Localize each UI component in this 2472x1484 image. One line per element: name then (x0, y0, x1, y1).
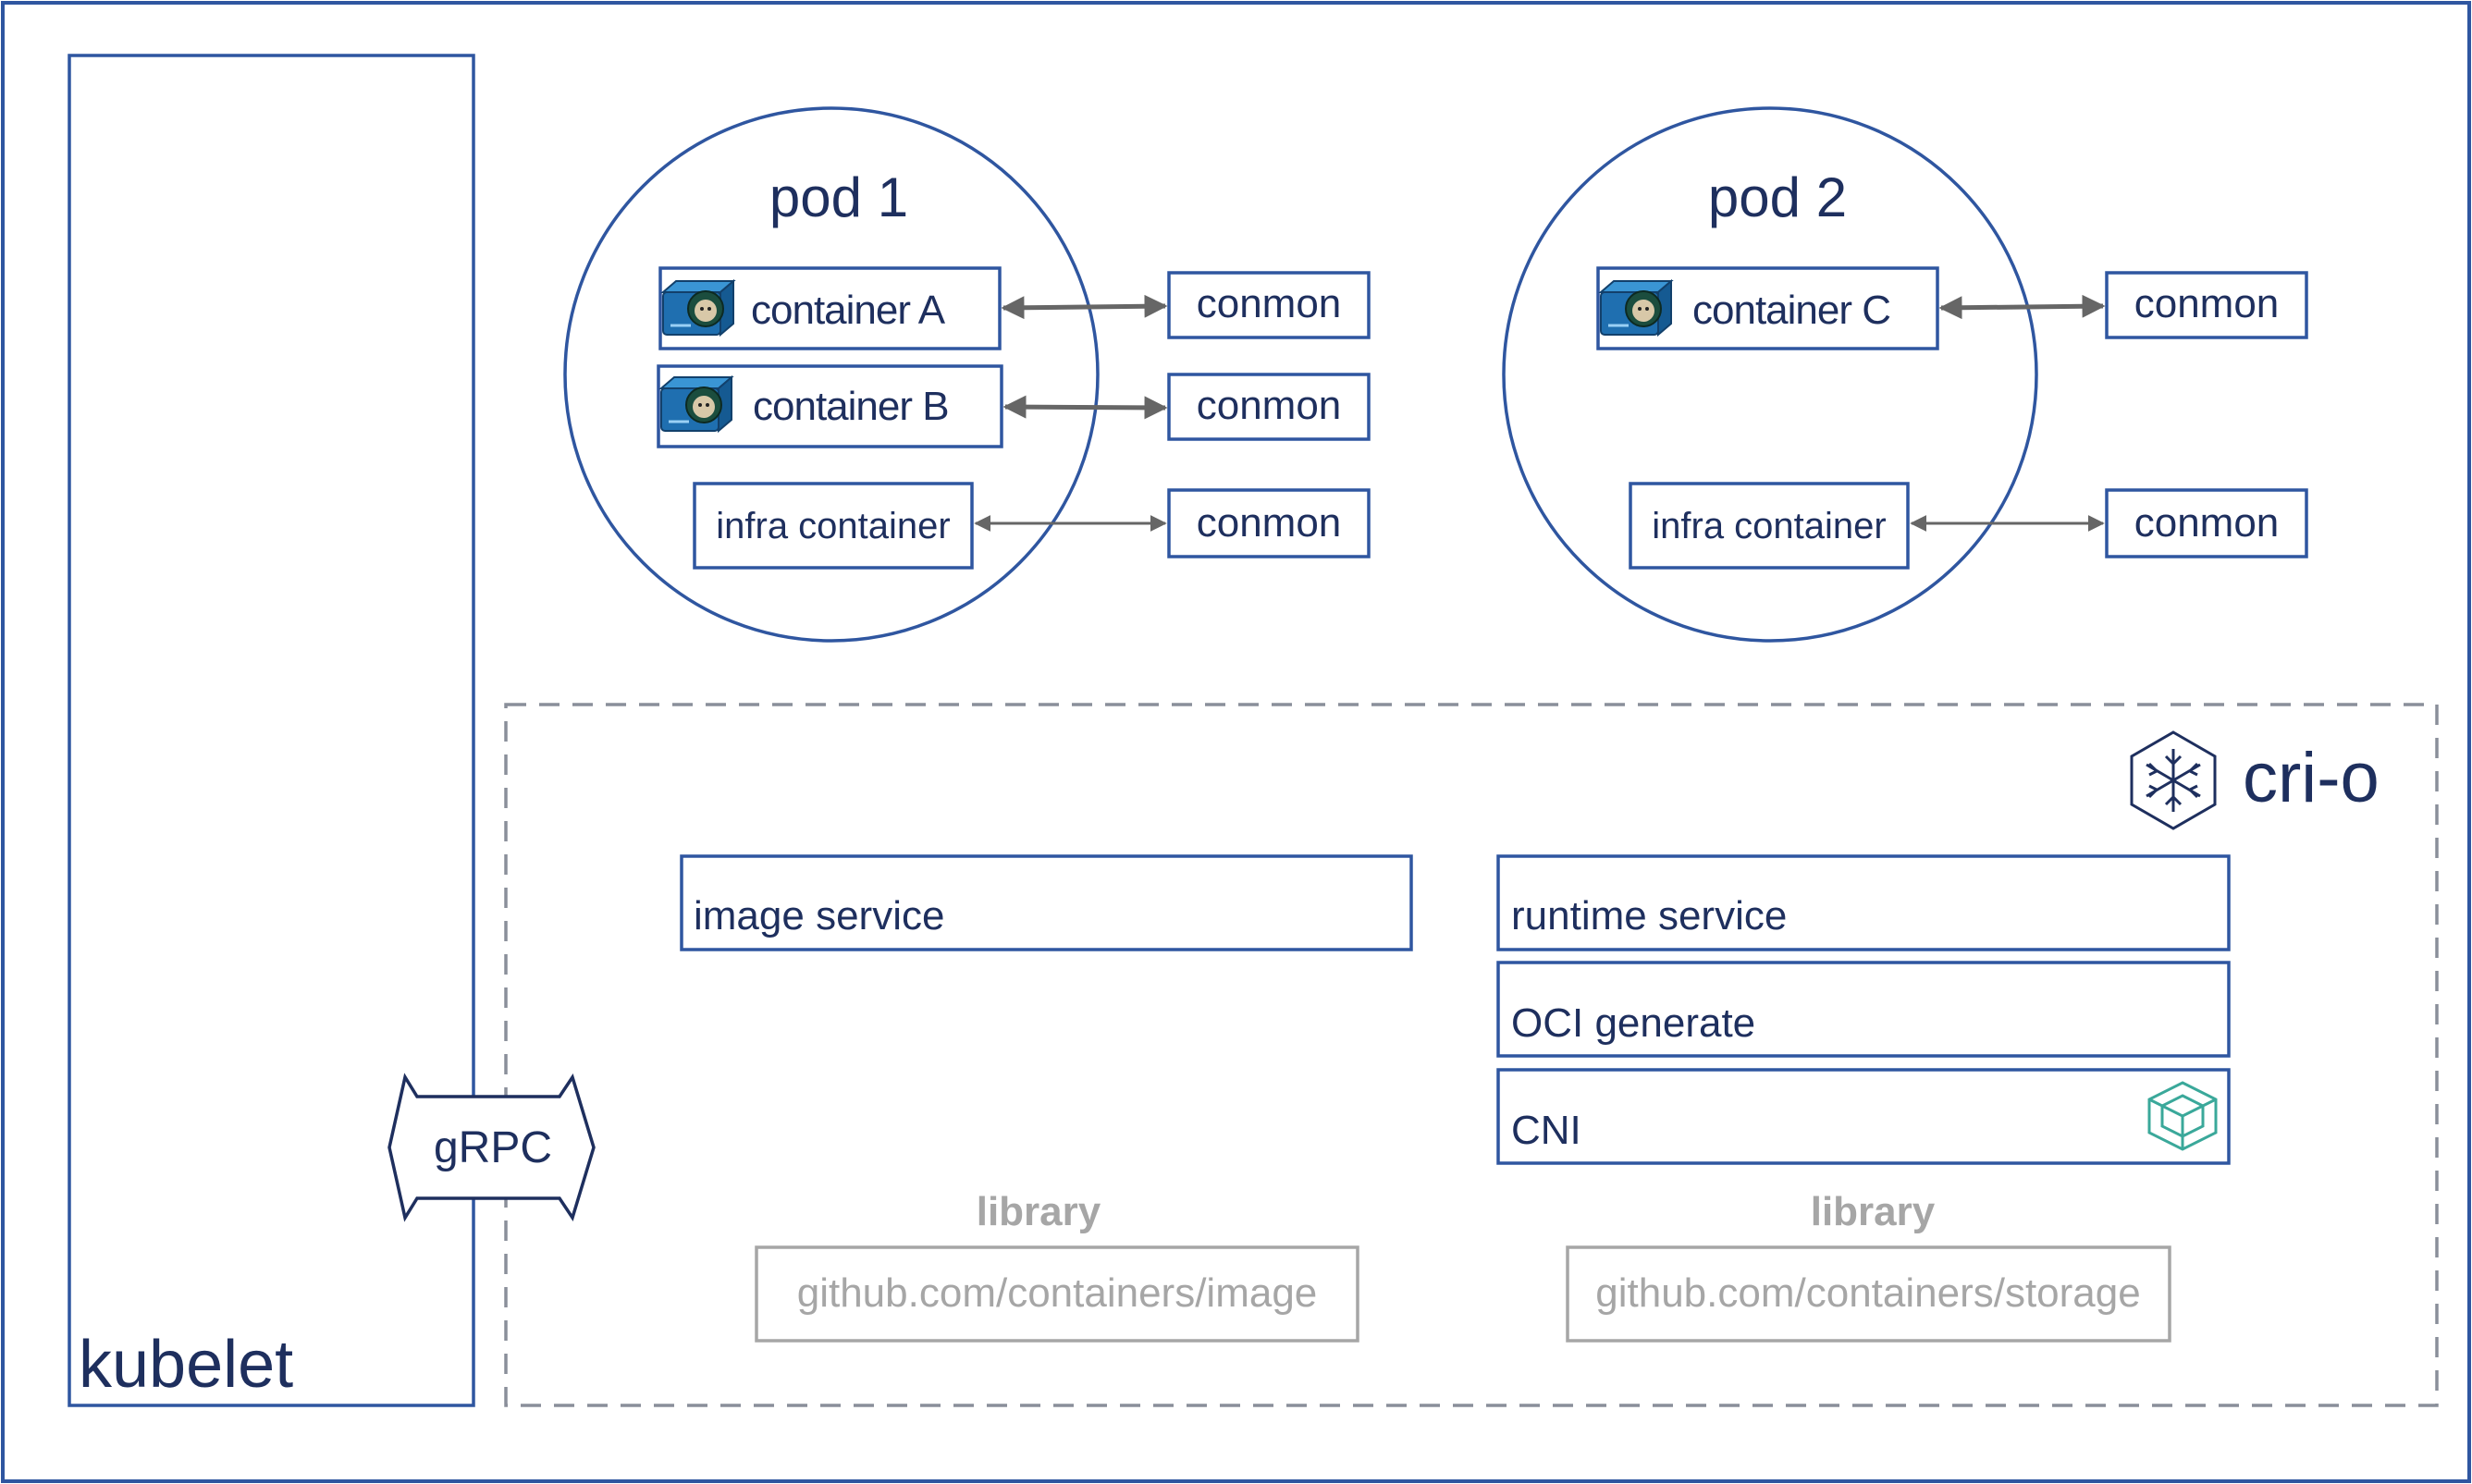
infra-container-box (1629, 482, 1910, 570)
conmon-box (1167, 488, 1371, 558)
container-b-conmon-arrow (1002, 395, 1168, 420)
library-storage-box (1566, 1245, 2171, 1343)
conmon-box (1167, 373, 1371, 441)
pod-2-circle (1502, 106, 2038, 643)
conmon-box (2105, 488, 2308, 558)
grpc-connector: gRPC (387, 1073, 596, 1222)
container-c-label: container C (1692, 288, 1890, 333)
container-a-conmon-arrow (1001, 294, 1168, 320)
conmon-box (1167, 271, 1371, 339)
crio-snowflake-icon (2130, 730, 2217, 830)
crio-logo: cri-o (2130, 730, 2380, 830)
library-heading-storage: library (1811, 1189, 1936, 1234)
container-icon (659, 375, 733, 433)
cni-box (1496, 1068, 2231, 1165)
container-b-label: container B (753, 384, 949, 429)
conmon-label: conmon (1197, 383, 1342, 428)
infra-container-box (693, 482, 974, 570)
conmon-label: conmon (2134, 281, 2280, 326)
cni-icon (2147, 1081, 2218, 1151)
infra-container-label: infra container (716, 506, 950, 546)
runtime-service-box (1496, 854, 2231, 951)
runtime-service-label: runtime service (1511, 893, 1787, 938)
pod-1-circle (563, 106, 1100, 643)
pod-2: pod 2 container C infra container conmon… (1502, 106, 2308, 643)
grpc-label: gRPC (434, 1123, 552, 1172)
pod-2-title: pod 2 (1708, 166, 1847, 228)
container-icon (1599, 279, 1673, 337)
conmon-label: conmon (1197, 281, 1342, 326)
image-service-box (680, 854, 1413, 951)
container-c-conmon-arrow (1938, 294, 2106, 320)
library-heading-image: library (977, 1189, 1101, 1234)
pod-1-title: pod 1 (769, 166, 908, 228)
conmon-label: conmon (2134, 500, 2280, 546)
oci-generate-label: OCI generate (1511, 1000, 1755, 1046)
library-image-box (755, 1245, 1359, 1343)
container-a-label: container A (751, 288, 946, 333)
oci-generate-box (1496, 961, 2231, 1058)
crio-logo-text: cri-o (2243, 739, 2380, 817)
library-storage-repo: github.com/containers/storage (1595, 1270, 2140, 1316)
pod-1: pod 1 container A container B infra cont… (563, 106, 1371, 643)
container-icon (661, 279, 735, 337)
infra-container-label: infra container (1652, 506, 1886, 546)
conmon-label: conmon (1197, 500, 1342, 546)
crio-boundary (504, 703, 2439, 1407)
cni-label: CNI (1511, 1108, 1581, 1153)
image-service-label: image service (694, 893, 944, 938)
kubelet-label: kubelet (79, 1328, 293, 1402)
conmon-box (2105, 271, 2308, 339)
library-image-repo: github.com/containers/image (797, 1270, 1318, 1316)
